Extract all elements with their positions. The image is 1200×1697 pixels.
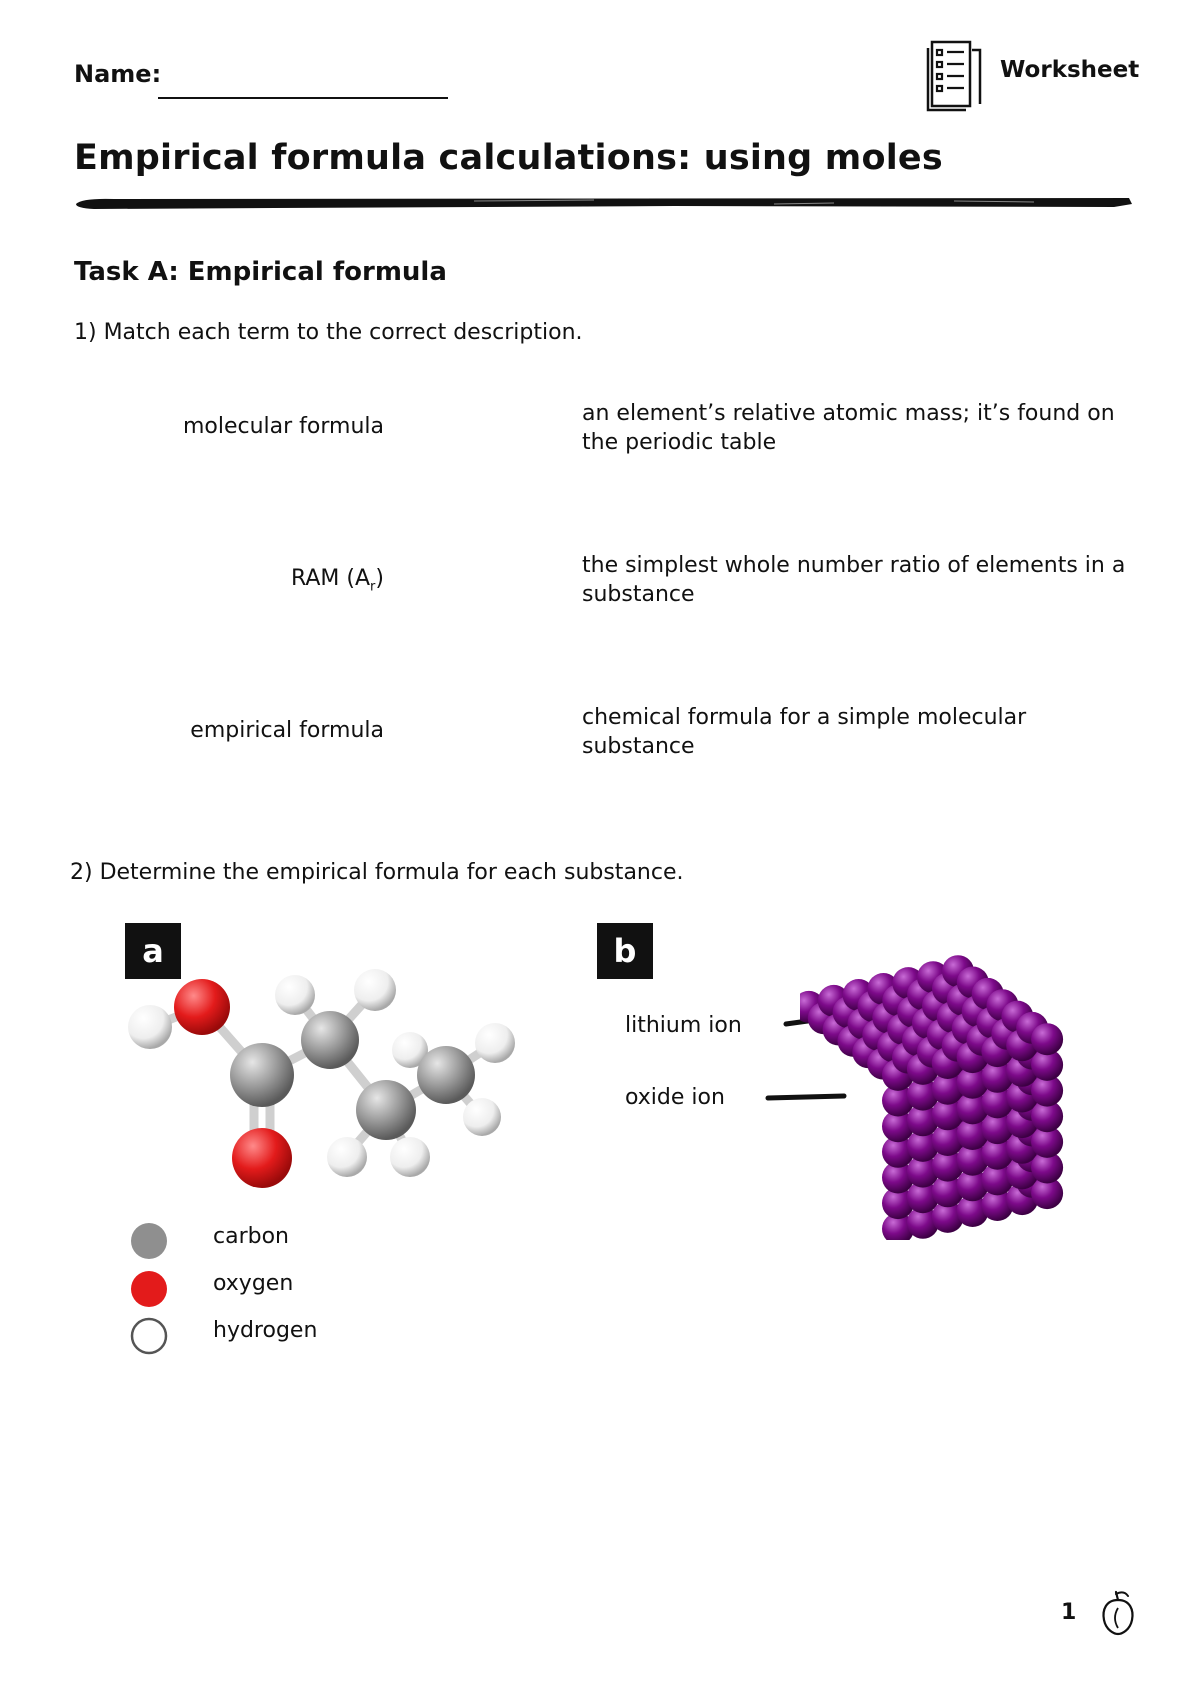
question-1-prompt: 1) Match each term to the correct descri…: [74, 320, 583, 345]
oxide-ion: [956, 1118, 989, 1150]
oxygen-atom: [174, 979, 230, 1035]
carbon-atom: [301, 1011, 359, 1069]
task-a-heading: Task A: Empirical formula: [74, 257, 447, 287]
carbon-legend-swatch: [131, 1223, 167, 1259]
carbon-atom: [356, 1080, 416, 1140]
worksheet-checklist-icon: [926, 40, 982, 112]
description-empirical[interactable]: the simplest whole number ratio of eleme…: [582, 553, 1126, 607]
oxide-ion: [931, 1124, 964, 1156]
oxide-ion: [882, 1187, 914, 1220]
oxide-ion: [1031, 1125, 1064, 1158]
oxide-ion: [956, 1066, 989, 1099]
hydrogen-atom: [475, 1023, 515, 1063]
oxide-ion: [1031, 1023, 1064, 1056]
propanoic-acid-molecule-model: [128, 969, 515, 1188]
page-title: Empirical formula calculations: using mo…: [74, 138, 943, 178]
oxide-ion-label: oxide ion: [625, 1085, 725, 1110]
oxide-ion: [956, 1169, 989, 1202]
panel-b-label: b: [597, 923, 653, 979]
oxide-ion: [906, 1206, 939, 1239]
oxide-ion: [931, 1200, 964, 1233]
name-input-line[interactable]: [158, 97, 448, 99]
oxide-ion: [882, 1212, 914, 1240]
oxide-ion: [882, 1135, 914, 1168]
oxide-ion: [931, 1098, 964, 1131]
oxide-ion: [981, 1189, 1014, 1221]
oxide-ion: [956, 1092, 989, 1125]
carbon-atom: [417, 1046, 475, 1104]
term-ram-subscript: r: [370, 579, 376, 595]
term-molecular-formula[interactable]: molecular formula: [182, 414, 384, 439]
oxide-ion: [956, 1143, 989, 1176]
term-ram-text: RAM (A: [290, 566, 371, 591]
legend-oxygen: oxygen: [213, 1271, 294, 1296]
oxide-ion: [1031, 1074, 1064, 1107]
description-ram[interactable]: an element’s relative atomic mass; it’s …: [582, 401, 1115, 455]
hydrogen-atom: [390, 1137, 430, 1177]
hydrogen-atom: [128, 1005, 172, 1049]
hydrogen-atom: [327, 1137, 367, 1177]
description-molecular[interactable]: chemical formula for a simple molecular …: [582, 705, 1027, 759]
question-2-prompt: 2) Determine the empirical formula for e…: [70, 860, 684, 885]
title-underline: [76, 198, 1132, 209]
oxide-ion: [1031, 1177, 1064, 1210]
oxide-ion: [956, 1195, 989, 1227]
hydrogen-legend-swatch: [130, 1317, 168, 1355]
acorn-icon: [1102, 1590, 1134, 1636]
oxide-ion: [882, 1084, 914, 1117]
oxide-ion: [981, 1086, 1014, 1119]
term-ram-close: ): [375, 566, 384, 591]
oxygen-legend-swatch: [131, 1271, 167, 1307]
worksheet-label: Worksheet: [1000, 57, 1140, 83]
oxide-ion: [981, 1137, 1014, 1170]
oxide-ion: [931, 1072, 964, 1105]
oxygen-atom: [232, 1128, 292, 1188]
oxide-ion: [981, 1060, 1014, 1093]
oxide-ion: [981, 1163, 1014, 1196]
oxide-ion: [931, 1149, 964, 1182]
page-number: 1: [1061, 1600, 1077, 1625]
term-empirical-formula[interactable]: empirical formula: [190, 718, 384, 743]
hydrogen-atom: [354, 969, 396, 1011]
oxide-ion: [906, 1129, 939, 1162]
hydrogen-atom: [392, 1032, 428, 1068]
legend-hydrogen: hydrogen: [213, 1318, 318, 1343]
panel-a-label: a: [125, 923, 181, 979]
oxide-ion: [906, 1078, 939, 1111]
oxide-ion: [1031, 1151, 1064, 1184]
hydrogen-atom: [463, 1098, 501, 1136]
carbon-atom: [230, 1043, 294, 1107]
oxide-ion: [931, 1175, 964, 1208]
oxide-ion: [906, 1155, 939, 1188]
lithium-oxide-lattice-model: [800, 955, 1064, 1240]
name-label: Name:: [74, 60, 162, 88]
oxide-ion: [1031, 1048, 1064, 1081]
oxide-ion: [981, 1112, 1014, 1145]
oxide-ion: [882, 1110, 914, 1143]
oxide-ion: [906, 1181, 939, 1214]
hydrogen-atom: [275, 975, 315, 1015]
lithium-ion-label: lithium ion: [625, 1013, 742, 1038]
legend-carbon: carbon: [213, 1224, 289, 1249]
oxide-ion: [906, 1104, 939, 1137]
oxide-ion: [1031, 1100, 1064, 1133]
term-ram[interactable]: RAM (Ar): [74, 566, 384, 594]
oxide-ion: [882, 1161, 914, 1194]
